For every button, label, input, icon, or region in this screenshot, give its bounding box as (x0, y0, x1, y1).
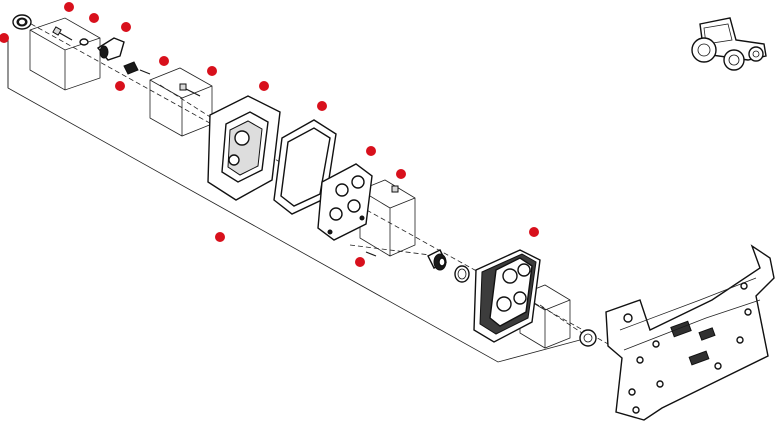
callout-dot[interactable] (317, 101, 327, 111)
bracket-clip (96, 37, 125, 61)
callout-dot[interactable] (396, 169, 406, 179)
callout-dot[interactable] (355, 257, 365, 267)
callout-dot[interactable] (121, 22, 131, 32)
bolt (179, 83, 201, 97)
callout-dot[interactable] (259, 81, 269, 91)
callout-dot[interactable] (64, 2, 74, 12)
callout-dot[interactable] (366, 146, 376, 156)
bulb-socket (427, 249, 447, 271)
lens-plate (317, 163, 373, 241)
callout-dot[interactable] (215, 232, 225, 242)
lamp-housing (207, 95, 281, 201)
callout-markers (0, 2, 539, 267)
callout-dot[interactable] (529, 227, 539, 237)
gasket (273, 119, 337, 215)
callout-dot[interactable] (159, 56, 169, 66)
callout-dot[interactable] (115, 81, 125, 91)
nut (365, 185, 399, 257)
spring (123, 61, 151, 75)
ghost-boxes (29, 17, 571, 349)
callout-dot[interactable] (89, 13, 99, 23)
callout-dot[interactable] (0, 33, 9, 43)
washer (79, 38, 89, 46)
washer-small (579, 329, 597, 347)
callout-dot[interactable] (207, 66, 217, 76)
rear-lamp-unit (473, 249, 541, 343)
seal-ring (12, 14, 32, 30)
o-ring (454, 265, 470, 283)
screw (52, 26, 73, 41)
mounting-bracket (605, 244, 775, 421)
tractor-icon (691, 17, 767, 71)
